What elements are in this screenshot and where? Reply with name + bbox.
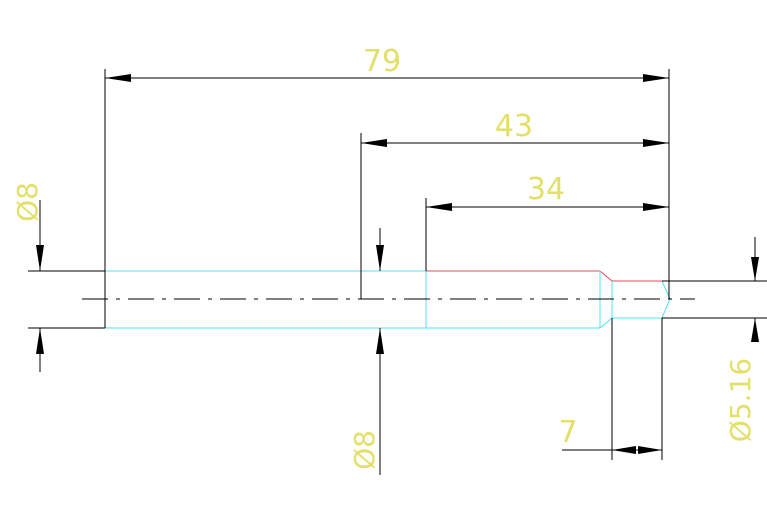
dimension-7: 7: [558, 415, 662, 454]
dimension-tip-diameter: Ø5.16: [724, 237, 759, 442]
arrowhead-79-right: [643, 74, 669, 82]
arrowhead-43-left: [361, 139, 387, 147]
dim-text-43: 43: [495, 109, 533, 144]
dimension-34: 34: [426, 172, 669, 211]
dim-text-79: 79: [363, 44, 401, 79]
dimension-79: 79: [105, 44, 669, 82]
extension-lines: [28, 69, 767, 460]
arrowhead-mid-dia-top: [376, 245, 384, 271]
arrowhead-tip-dia-bottom: [751, 318, 759, 342]
arrowhead-tip-dia-top: [751, 257, 759, 281]
arrowhead-79-left: [105, 74, 131, 82]
dim-text-7: 7: [558, 415, 577, 450]
arrowhead-left-dia-top: [36, 245, 44, 271]
dim-text-middle-diameter: Ø8: [348, 430, 381, 470]
dim-text-34: 34: [527, 172, 565, 207]
arrowhead-7-right: [638, 446, 662, 454]
dimension-43: 43: [361, 109, 669, 147]
dim-text-left-diameter: Ø8: [11, 182, 44, 222]
shoulder-chamfer-bottom: [599, 317, 613, 329]
dimension-middle-diameter: Ø8: [348, 228, 384, 475]
dimension-left-diameter: Ø8: [11, 182, 44, 372]
arrowhead-34-right: [643, 203, 669, 211]
shoulder-chamfer-top: [599, 270, 613, 282]
arrowhead-43-right: [643, 139, 669, 147]
tip-point-bottom: [661, 298, 671, 319]
arrowhead-34-left: [426, 203, 452, 211]
arrowhead-mid-dia-bottom: [376, 328, 384, 354]
arrowhead-left-dia-bottom: [36, 328, 44, 354]
dim-text-tip-diameter: Ø5.16: [724, 358, 757, 442]
arrowhead-7-left: [612, 446, 636, 454]
